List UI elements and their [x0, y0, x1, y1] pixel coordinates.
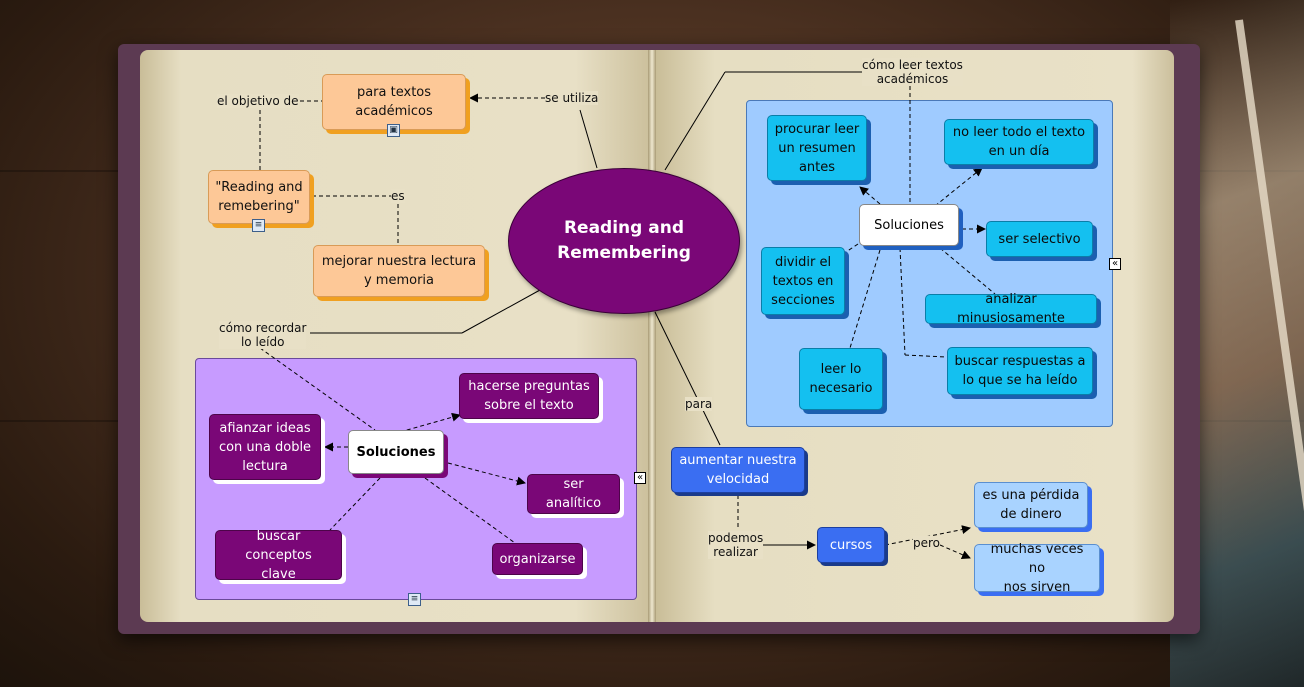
node-leer-lo-necesario[interactable]: leer lo necesario [799, 348, 883, 410]
node-text-line: de dinero [1000, 507, 1062, 522]
node-text-line: remebering" [218, 199, 300, 214]
node-cursos[interactable]: cursos [817, 527, 885, 563]
node-text-line: buscar respuestas a [954, 354, 1086, 369]
node-text-line: un resumen [778, 140, 856, 156]
node-text-line: antes [798, 159, 836, 175]
node-text-line: y memoria [363, 273, 435, 288]
node-text-line: textos en [772, 273, 834, 289]
node-dividir-textos[interactable]: dividir el textos en secciones [761, 247, 845, 315]
node-text-line: dividir el [774, 254, 832, 270]
node-reading-and-remebering[interactable]: "Reading and remebering" [208, 170, 310, 224]
node-text-line: aumentar nuestra [679, 453, 797, 468]
link-label-podemos-line2: realizar [713, 545, 758, 559]
node-muchas-veces[interactable]: muchas veces no nos sirven [974, 541, 1100, 595]
node-text-line: lo que se ha leído [962, 373, 1078, 388]
collapse-icon[interactable]: « [634, 472, 646, 484]
node-text-line: "Reading and [215, 180, 303, 195]
node-no-leer-todo[interactable]: no leer todo el texto en un día [944, 119, 1094, 165]
node-soluciones-right[interactable]: Soluciones [859, 204, 959, 246]
node-text-line: lectura [242, 458, 288, 474]
image-icon[interactable]: ▣ [387, 124, 400, 137]
node-text-line: hacerse preguntas [468, 379, 590, 394]
node-text-line: buscar conceptos [245, 528, 312, 563]
link-label-podemos-line1: podemos [708, 531, 764, 545]
node-text-line: académicos [355, 104, 433, 119]
link-label-como-leer-line1: cómo leer textos [862, 58, 963, 72]
node-hacerse-preguntas[interactable]: hacerse preguntas sobre el texto [459, 373, 599, 419]
node-analizar-minusiosamente[interactable]: analizar minusiosamente [925, 292, 1097, 326]
node-para-textos-academicos[interactable]: para textos académicos [322, 74, 466, 130]
node-ser-analitico[interactable]: ser analítico [527, 474, 620, 514]
node-text-line: mejorar nuestra lectura [321, 254, 477, 269]
node-soluciones-left[interactable]: Soluciones [348, 430, 444, 474]
node-aumentar-velocidad[interactable]: aumentar nuestra velocidad [671, 447, 805, 493]
link-label-como-recordar-line2: lo leído [240, 335, 285, 349]
node-text-line: no leer todo el texto [952, 125, 1086, 140]
collapse-icon[interactable]: « [1109, 258, 1121, 270]
central-topic-line1: Reading and [563, 218, 684, 238]
link-label-como-leer: cómo leer textos académicos [862, 58, 963, 86]
link-label-como-recordar: cómo recordar lo leído [219, 321, 307, 349]
node-text-line: es una pérdida [982, 488, 1080, 503]
node-mejorar-lectura[interactable]: mejorar nuestra lectura y memoria [313, 245, 485, 297]
node-text-line: sobre el texto [484, 398, 574, 413]
central-topic-line2: Remembering [557, 243, 691, 263]
node-text-line: velocidad [706, 472, 770, 487]
book-spine [648, 50, 656, 622]
node-text-line: para textos [356, 85, 432, 100]
node-buscar-respuestas[interactable]: buscar respuestas a lo que se ha leído [947, 347, 1093, 395]
node-text-line: nos sirven [1003, 579, 1071, 595]
node-afianzar-ideas[interactable]: afianzar ideas con una doble lectura [209, 414, 321, 480]
node-text-line: con una doble [218, 439, 312, 455]
node-text-line: secciones [771, 292, 835, 308]
node-text-line: necesario [809, 381, 873, 396]
node-buscar-conceptos[interactable]: buscar conceptos clave [215, 528, 342, 582]
node-text-line: clave [261, 566, 296, 582]
node-text-line: procurar leer [774, 121, 860, 137]
node-organizarse[interactable]: organizarse [492, 543, 583, 575]
node-procurar-leer[interactable]: procurar leer un resumen antes [767, 115, 867, 181]
central-topic-node[interactable]: Reading and Remembering [508, 168, 740, 314]
document-icon[interactable]: ≡ [252, 219, 265, 232]
node-text-line: leer lo [820, 362, 862, 377]
node-ser-selectivo[interactable]: ser selectivo [986, 221, 1093, 257]
link-label-podemos-realizar: podemos realizar [708, 531, 764, 559]
node-perdida-de-dinero[interactable]: es una pérdida de dinero [974, 482, 1088, 528]
link-label-es: es [391, 189, 405, 203]
link-label-pero: pero [913, 536, 941, 550]
node-text-line: muchas veces no [990, 541, 1084, 576]
link-label-el-objetivo-de: el objetivo de [217, 94, 299, 108]
node-text-line: afianzar ideas [219, 420, 311, 436]
document-icon[interactable]: ≡ [408, 593, 421, 606]
link-label-como-recordar-line1: cómo recordar [219, 321, 307, 335]
link-label-se-utiliza: se utiliza [545, 91, 599, 105]
link-label-como-leer-line2: académicos [876, 72, 949, 86]
node-text-line: en un día [988, 144, 1050, 159]
link-label-para: para [685, 397, 713, 411]
